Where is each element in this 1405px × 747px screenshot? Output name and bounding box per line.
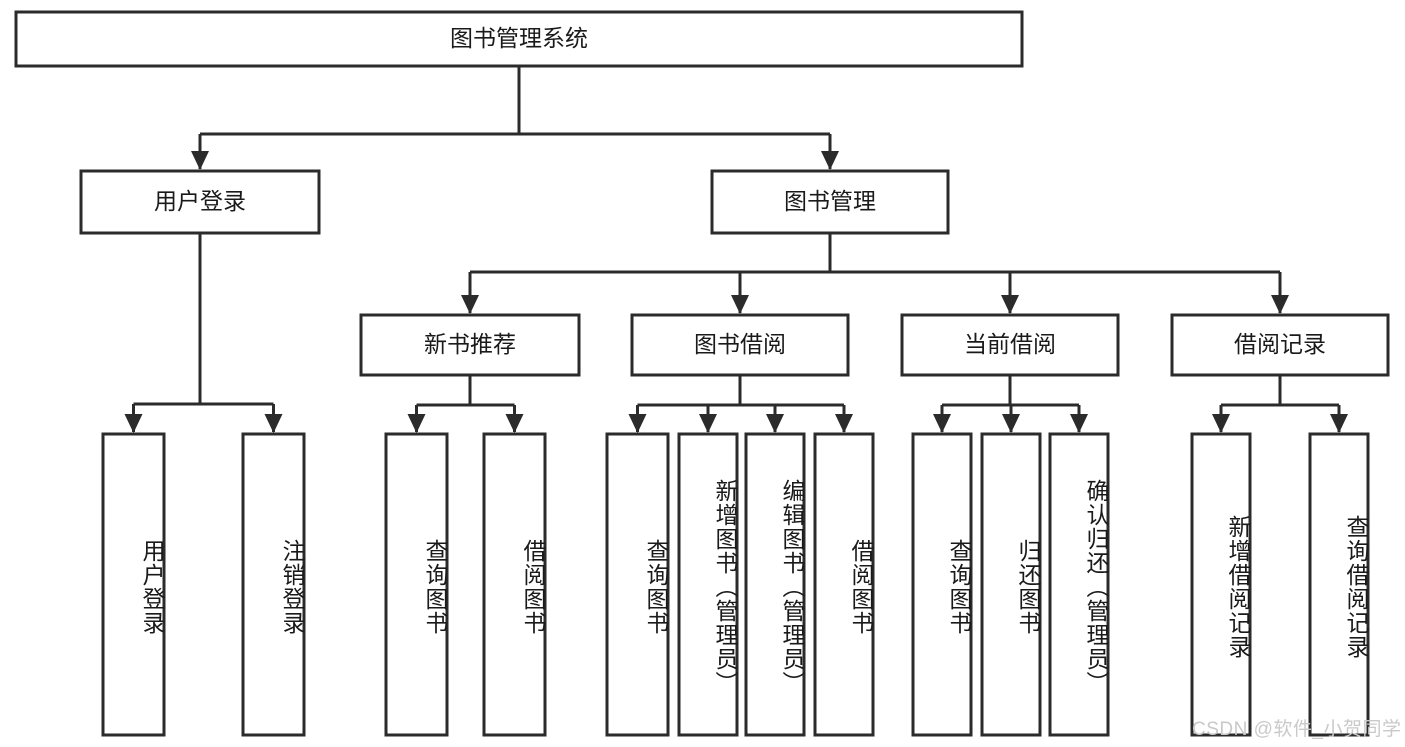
arrow-head-icon	[766, 414, 784, 433]
leaf-node-box[interactable]	[911, 432, 973, 737]
leaf-node-box[interactable]	[813, 432, 875, 737]
arrow-head-icon	[1001, 295, 1019, 314]
leaf-node-box[interactable]	[744, 432, 806, 737]
leaf-node-box[interactable]	[1190, 432, 1252, 737]
root-node-box[interactable]	[14, 10, 1024, 68]
node-当前借阅-box[interactable]	[900, 313, 1120, 377]
arrow-head-icon	[933, 414, 951, 433]
arrow-head-icon	[731, 295, 749, 314]
connectors-layer	[124, 66, 1348, 433]
arrow-head-icon	[461, 295, 479, 314]
arrow-head-icon	[821, 151, 839, 170]
node-用户登录-box[interactable]	[79, 169, 321, 235]
node-新书推荐-label: 新书推荐	[424, 331, 516, 357]
arrow-head-icon	[1070, 414, 1088, 433]
arrow-head-icon	[191, 151, 209, 170]
arrow-head-icon	[1330, 414, 1348, 433]
leaf-node-box[interactable]	[384, 432, 449, 737]
arrow-head-icon	[1271, 295, 1289, 314]
node-借阅记录-label: 借阅记录	[1234, 331, 1326, 357]
csdn-watermark: CSDN @软件_小贺同学	[1192, 719, 1402, 740]
leaf-node-box[interactable]	[101, 432, 166, 737]
node-图书管理-box[interactable]	[710, 169, 950, 235]
node-当前借阅-label: 当前借阅	[964, 331, 1056, 357]
arrow-head-icon	[407, 414, 426, 433]
arrow-head-icon	[264, 414, 283, 433]
boxes-layer	[14, 10, 1390, 737]
arrow-head-icon	[835, 414, 853, 433]
arrow-head-icon	[628, 414, 647, 433]
leaf-node-box[interactable]	[482, 432, 547, 737]
leaf-node-box[interactable]	[241, 432, 306, 737]
node-图书借阅-label: 图书借阅	[694, 331, 786, 357]
node-用户登录-label: 用户登录	[154, 188, 246, 214]
leaf-node-box[interactable]	[1308, 432, 1370, 737]
leaf-node-box[interactable]	[677, 432, 739, 737]
arrow-head-icon	[1212, 414, 1230, 433]
arrow-head-icon	[1002, 414, 1020, 433]
leaf-node-box[interactable]	[605, 432, 670, 737]
root-node-label: 图书管理系统	[450, 25, 588, 51]
node-图书借阅-box[interactable]	[630, 313, 850, 377]
arrow-head-icon	[505, 414, 524, 433]
node-借阅记录-box[interactable]	[1170, 313, 1390, 377]
node-新书推荐-box[interactable]	[359, 313, 581, 377]
arrow-head-icon	[124, 414, 143, 433]
arrow-head-icon	[699, 414, 717, 433]
leaf-node-box[interactable]	[1048, 432, 1110, 737]
node-图书管理-label: 图书管理	[784, 188, 876, 214]
leaf-node-box[interactable]	[980, 432, 1042, 737]
